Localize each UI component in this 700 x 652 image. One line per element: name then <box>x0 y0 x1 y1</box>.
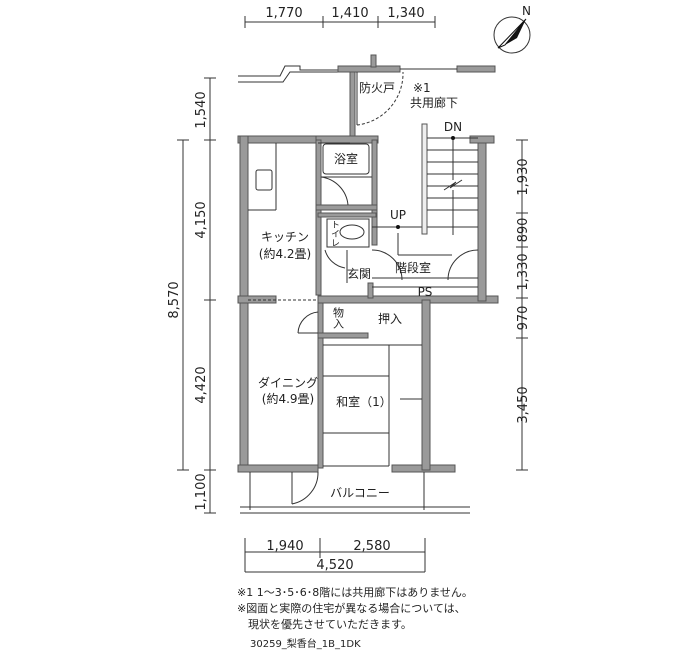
dim-right-4: 970 <box>516 306 531 331</box>
dim-right-5: 3,450 <box>516 386 531 423</box>
north-compass-icon: N <box>493 4 531 54</box>
stairwell-label: 階段室 <box>395 260 431 275</box>
top-dimension: 1,770 1,410 1,340 <box>244 6 436 28</box>
common-corridor <box>238 54 496 139</box>
closet-label: 押入 <box>378 312 402 326</box>
compass-north-label: N <box>522 4 531 18</box>
dim-top-3: 1,340 <box>387 6 424 21</box>
dim-right-1: 1,930 <box>516 158 531 195</box>
dim-left-1: 1,540 <box>194 91 209 128</box>
dim-left-total: 8,570 <box>167 281 182 318</box>
note-1: ※1 1～3･5･6･8階には共用廊下はありません。 <box>237 586 473 599</box>
balcony-label: バルコニー <box>330 486 390 500</box>
dim-top-2: 1,410 <box>331 6 368 21</box>
right-dimension: 1,930 890 1,330 970 3,450 <box>516 139 531 471</box>
dim-right-2: 890 <box>516 218 531 243</box>
up-label: UP <box>390 208 406 222</box>
note-2: ※図面と実際の住宅が異なる場合については、 <box>237 602 466 615</box>
note-3: 現状を優先させていただきます。 <box>237 618 412 631</box>
dim-bottom-2: 2,580 <box>353 539 390 554</box>
fire-door-label: 防火戸 <box>359 80 395 95</box>
storage-label: 物入 <box>332 306 345 329</box>
bath-label: 浴室 <box>334 151 358 166</box>
entrance-label: 玄関 <box>347 266 371 281</box>
dim-bottom-total: 4,520 <box>316 558 353 573</box>
dining-size-label: (約4.9畳) <box>262 391 314 406</box>
bottom-dimension: 1,940 2,580 4,520 <box>244 538 426 573</box>
dn-label: DN <box>444 120 462 134</box>
toilet-label: トイレ <box>329 220 340 247</box>
left-dimension: 1,540 4,150 4,420 1,100 8,570 <box>167 77 216 514</box>
ps-label: PS <box>418 285 433 299</box>
caption: 30259_梨香台_1B_1DK <box>250 639 361 650</box>
staircase <box>396 123 478 235</box>
dim-top-1: 1,770 <box>265 6 302 21</box>
washitsu-label: 和室（1） <box>336 394 392 409</box>
walls <box>237 123 499 473</box>
corridor-label: 共用廊下 <box>410 95 458 110</box>
fixtures <box>240 143 479 514</box>
kitchen-size-label: (約4.2畳) <box>259 246 311 261</box>
dining-label: ダイニング <box>258 375 318 390</box>
room-labels: 防火戸 ※1 共用廊下 DN 浴室 UP トイレ キッチン (約4.2畳) 玄関… <box>258 80 462 500</box>
dim-right-3: 1,330 <box>516 253 531 290</box>
dim-left-4: 1,100 <box>194 473 209 510</box>
kitchen-label: キッチン <box>261 230 309 244</box>
dim-left-2: 4,150 <box>194 201 209 238</box>
note-mark-label: ※1 <box>413 81 431 95</box>
dim-bottom-1: 1,940 <box>266 539 303 554</box>
dim-left-3: 4,420 <box>194 366 209 403</box>
